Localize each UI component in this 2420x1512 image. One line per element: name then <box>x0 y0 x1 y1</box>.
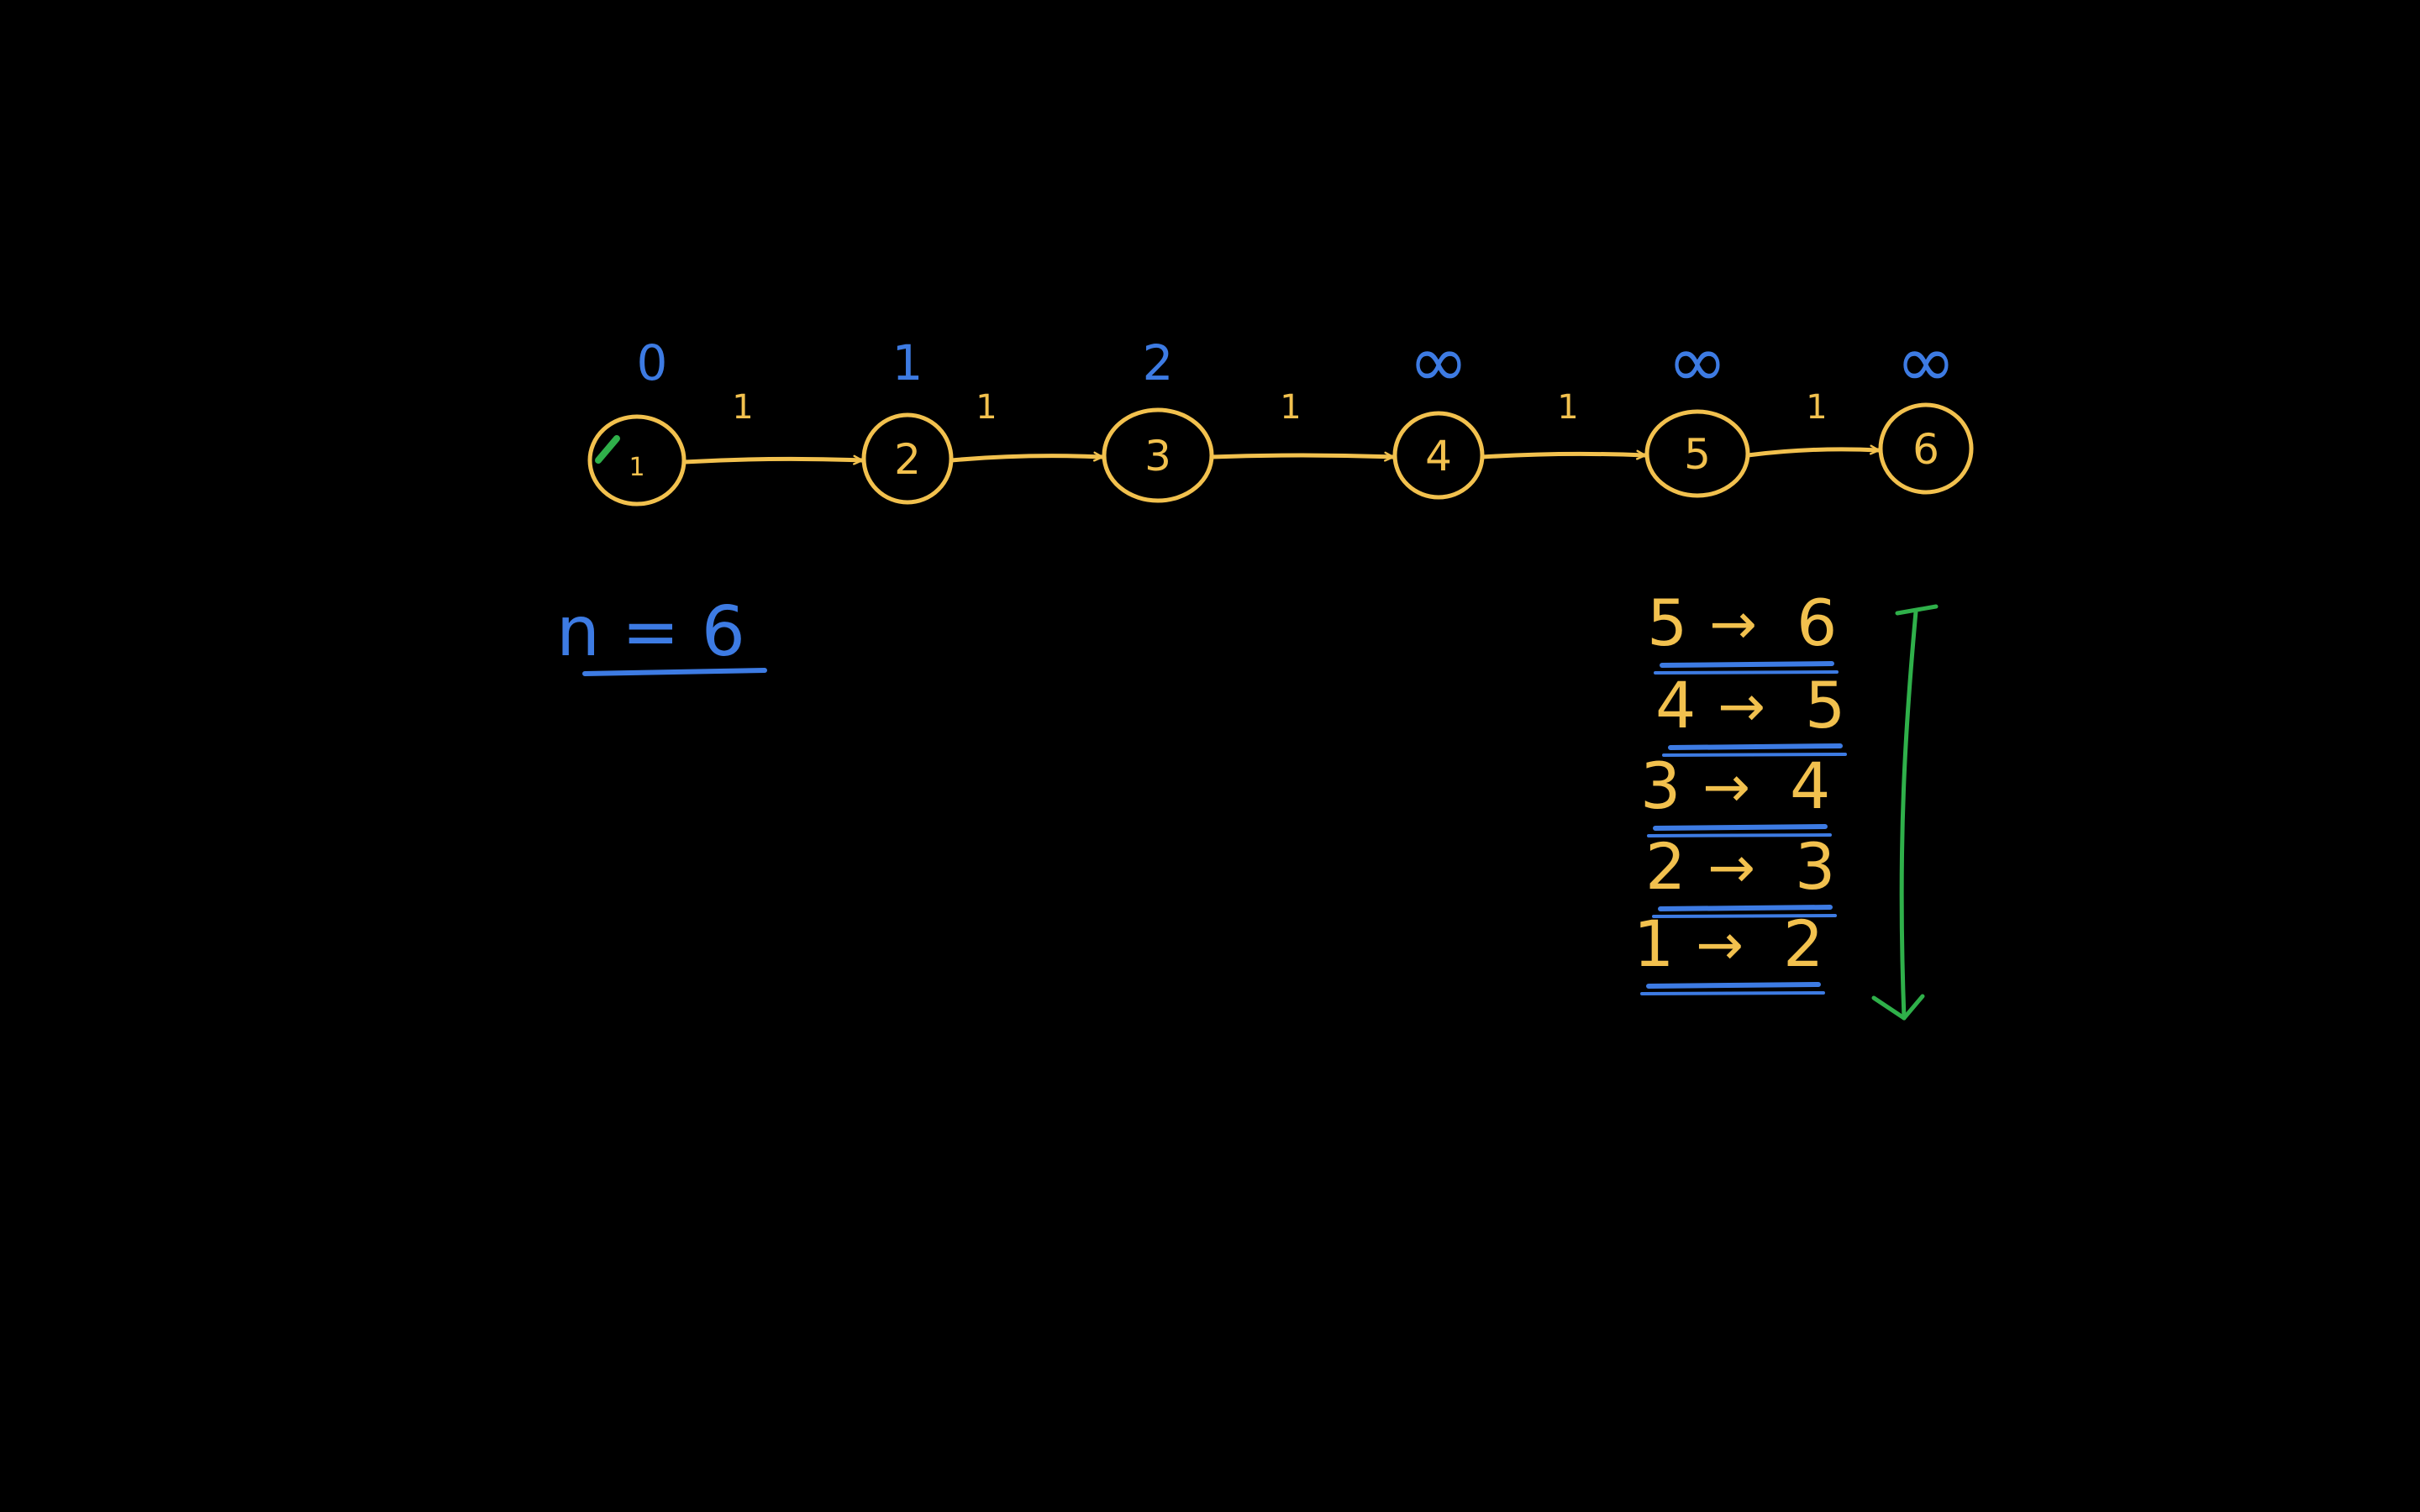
node-circle <box>1878 402 1974 495</box>
node-circle <box>861 412 954 505</box>
distance-label-node-4: ∞ <box>1408 320 1469 404</box>
edge-order-list: 5→64→53→42→31→2 <box>1634 585 1847 995</box>
nodes-layer: 1 2 3 4 5 6 <box>587 402 1974 507</box>
direction-arrow-shaft <box>1899 609 1918 1021</box>
edge-list-row: 3 → 4 <box>1640 748 1832 837</box>
edge-arrow <box>1745 444 1881 458</box>
edge-list-arrow: → <box>1696 912 1744 979</box>
distance-label-node-2: 1 <box>892 334 923 391</box>
edge-list-from: 5 <box>1647 585 1687 660</box>
edge-list-arrow: → <box>1709 591 1757 658</box>
node-label: 2 <box>894 435 921 484</box>
edge-1-2: 1 <box>681 388 865 465</box>
processing-direction-arrow <box>1871 604 1939 1021</box>
edge-arrow <box>1480 449 1648 460</box>
direction-arrow-head <box>1871 994 1925 1021</box>
edge-list-arrow: → <box>1702 754 1750 821</box>
node-label: 6 <box>1912 425 1939 474</box>
edge-list-row: 1 → 2 <box>1634 906 1825 995</box>
edge-5-6: 1 <box>1745 388 1881 458</box>
edge-list-from: 1 <box>1634 906 1674 981</box>
edge-list-underline <box>1658 905 1833 911</box>
n-equals-label: n = 6 <box>556 592 745 672</box>
edge-list-underline-second-stroke <box>1647 833 1832 837</box>
edge-4-5: 1 <box>1480 388 1648 460</box>
node-1-highlight-mark <box>595 435 620 464</box>
edge-list-underline <box>1653 824 1828 831</box>
edge-list-to: 2 <box>1783 906 1823 981</box>
edge-list-to: 4 <box>1790 748 1830 823</box>
node-5: 5 <box>1644 409 1750 498</box>
edge-arrow <box>1209 451 1396 462</box>
distance-label-node-3: 2 <box>1143 334 1174 391</box>
edge-list-underline-second-stroke <box>1662 753 1847 757</box>
node-label: 1 <box>629 453 644 482</box>
node-circle <box>1644 409 1750 498</box>
edge-list-arrow: → <box>1718 674 1765 740</box>
edge-list-from: 4 <box>1655 668 1696 743</box>
edge-weight-label: 1 <box>976 388 997 427</box>
node-6: 6 <box>1878 402 1974 495</box>
edge-list-underline-second-stroke <box>1640 991 1825 995</box>
distance-labels-layer: 0 1 2 ∞ ∞ ∞ <box>637 320 1956 404</box>
node-circle <box>1392 411 1485 500</box>
edge-list-underline <box>1660 661 1834 668</box>
distance-label-node-6: ∞ <box>1896 320 1956 404</box>
node-3: 3 <box>1102 407 1214 503</box>
node-circle <box>587 414 687 507</box>
edge-list-underline <box>1646 982 1821 989</box>
edge-2-3: 1 <box>949 388 1105 463</box>
node-2: 2 <box>861 412 954 505</box>
edge-3-4: 1 <box>1209 388 1396 462</box>
n-equals-underline <box>582 668 767 676</box>
edge-weight-label: 1 <box>1557 388 1578 427</box>
edge-arrow <box>949 451 1105 463</box>
node-label: 4 <box>1425 432 1452 480</box>
distance-label-node-5: ∞ <box>1667 320 1728 404</box>
node-circle <box>1102 407 1214 503</box>
node-label: 3 <box>1144 432 1171 480</box>
node-1: 1 <box>587 414 687 507</box>
edge-list-row: 2 → 3 <box>1645 829 1837 918</box>
edge-list-row: 4 → 5 <box>1655 668 1847 757</box>
edge-weight-label: 1 <box>1280 388 1301 427</box>
edge-list-row: 5 → 6 <box>1647 585 1839 675</box>
edge-list-from: 3 <box>1640 748 1681 823</box>
edge-list-underline <box>1668 743 1843 750</box>
edge-arrow <box>681 454 865 465</box>
edge-weight-label: 1 <box>732 388 753 427</box>
edge-list-arrow: → <box>1707 835 1755 901</box>
node-4: 4 <box>1392 411 1485 500</box>
edge-list-to: 3 <box>1795 829 1835 904</box>
edge-list-to: 5 <box>1805 668 1845 743</box>
node-label: 5 <box>1684 430 1711 479</box>
edge-list-to: 6 <box>1797 585 1837 660</box>
distance-label-node-1: 0 <box>637 334 668 391</box>
edge-weight-label: 1 <box>1806 388 1827 427</box>
n-equals-note: n = 6 <box>556 592 767 676</box>
edges-layer: 1 1 1 1 1 <box>681 388 1881 465</box>
edge-list-from: 2 <box>1645 829 1686 904</box>
edge-list-underline-second-stroke <box>1654 670 1839 675</box>
